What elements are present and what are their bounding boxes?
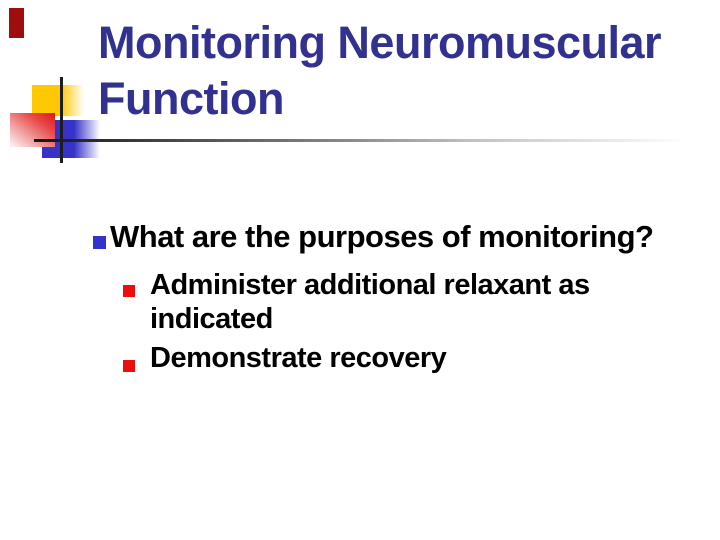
decoration-vertical-line xyxy=(60,77,63,163)
decoration-yellow-square xyxy=(32,85,84,116)
bullet-item-purposes: What are the purposes of monitoring? xyxy=(110,219,654,254)
topleft-red-accent-bar xyxy=(9,8,24,38)
title-underline-rule xyxy=(34,139,688,142)
sub-bullet-item-demonstrate: Demonstrate recovery xyxy=(150,342,447,374)
bullet-square-icon xyxy=(93,236,106,249)
sub-bullet-square-icon xyxy=(123,360,135,372)
slide-title: Monitoring Neuromuscular Function xyxy=(98,17,662,124)
sub-bullet-square-icon xyxy=(123,285,135,297)
sub-bullet-item-administer: Administer additional relaxant as indica… xyxy=(150,269,590,335)
